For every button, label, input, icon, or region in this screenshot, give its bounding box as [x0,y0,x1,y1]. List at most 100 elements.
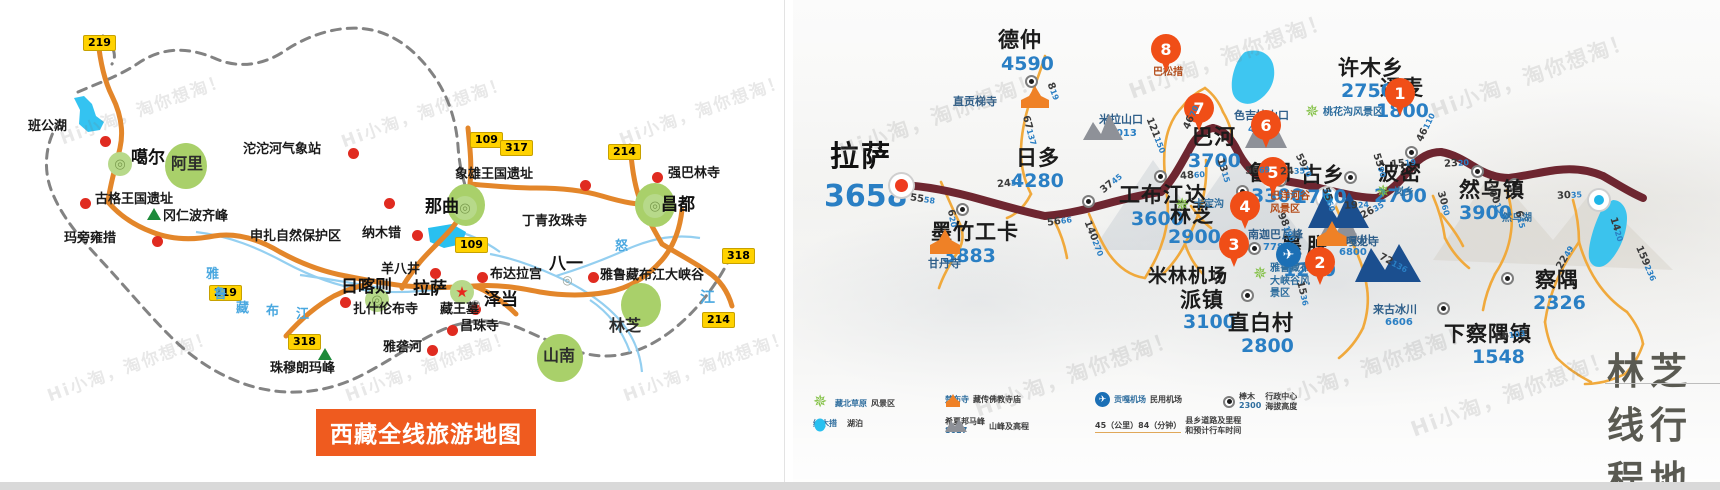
node-zhibaicun[interactable] [1241,289,1254,302]
city-marker-qamdo[interactable]: ◎ [643,194,667,218]
node-paizhen[interactable] [1213,270,1226,283]
pin-1[interactable]: 1 [1385,78,1415,118]
label-potala-palace: 布达拉宫 [490,267,543,282]
node-bomi[interactable] [1508,178,1521,191]
label-namtso: 纳木错 [362,226,402,241]
legend-label: 贡嘎机场 [1114,395,1146,404]
scenic-ranwuhu-label: 然乌湖 [1502,213,1532,224]
legend-label: 希夏邦马峰 [945,417,985,426]
node-xiachayuzhen[interactable] [1437,302,1450,315]
route-shield-318-west[interactable]: 318 [288,334,321,350]
dist-gongbujiangda-bahe: 4860 [1179,169,1206,183]
poi-dot-yarlung-river[interactable] [427,345,438,356]
route-shield-318-east[interactable]: 318 [722,248,755,264]
pin-number: 5 [1267,162,1279,182]
city-marker-zetang[interactable]: ◎ [468,296,483,311]
node-lhasa[interactable] [890,174,913,197]
node-guxiang[interactable] [1471,165,1484,178]
legend-item-scenic: ✵ 藏北草原 风景区 [813,394,895,412]
city-glyph: ◎ [649,198,661,214]
pin-5[interactable]: 5 [1258,157,1288,197]
poi-dot-dingqing[interactable] [580,180,591,191]
route-shield-109-south[interactable]: 109 [455,237,488,253]
label-shenzha-reserve: 申扎自然保护区 [250,229,342,244]
poi-dot-tashilhunpo[interactable] [340,297,351,308]
route-shield-109-north[interactable]: 109 [470,132,503,148]
city-marker-bayi[interactable]: ◎ [560,272,575,287]
node-tongmai[interactable] [1405,146,1418,159]
poi-dot-potala[interactable] [477,272,488,283]
right-map-title: 林芝线行程地图 [1607,350,1693,490]
node-ranwuzhen[interactable] [1589,190,1609,210]
label-tuotuohe-station: 沱沱河气象站 [243,142,322,157]
label-yangbajing: 羊八井 [381,262,421,277]
pin-number: 6 [1260,115,1272,135]
airport-icon-milin[interactable]: ✈ [1276,242,1301,267]
node-gongbujiangda[interactable] [1154,170,1167,183]
poi-dot-yangbajing[interactable] [430,268,441,279]
poi-dot-grand-canyon[interactable] [588,272,599,283]
pin-number: 8 [1160,39,1172,59]
label-river-lu: 鲁 [214,287,228,302]
city-marker-shigatse[interactable]: ◎ [365,288,389,312]
poi-dot-changzhu[interactable] [447,325,458,336]
poi-dot-shenzha[interactable] [384,198,395,209]
city-chayu-elev: 2326 [1533,292,1586,314]
node-riduo[interactable] [1082,195,1095,208]
poi-dot-manasarovar[interactable] [152,236,163,247]
legend-item-road: 45（公里）84（分钟） 县乡道路及里程 和预计行车时间 [1095,416,1241,436]
city-marker-lhasa[interactable]: ★ [450,280,474,304]
city-marker-gar[interactable]: ◎ [108,152,132,176]
node-motuo[interactable] [1248,242,1261,255]
pin-number: 7 [1193,98,1205,118]
lake-icon [814,418,826,432]
label-jampaling-temple: 强巴林寺 [668,166,721,181]
city-glyph: ◎ [470,296,481,311]
route-shield-219-south[interactable]: 219 [209,285,242,301]
node-chayu[interactable] [1501,272,1514,285]
pin-8[interactable]: 8 [1151,34,1181,74]
city-zhibaicun-elev: 2800 [1241,335,1294,357]
route-shield-219-north[interactable]: 219 [83,35,116,51]
node-lulang[interactable] [1344,171,1357,184]
legend-label: 藏北草原 [835,398,867,408]
poi-dot-guge[interactable] [80,198,91,209]
pin-tip [1159,55,1173,72]
poi-dot-tuotuohe[interactable] [348,148,359,159]
city-xiachayuzhen-elev: 1548 [1472,346,1525,368]
legend-desc: 湖泊 [847,419,863,428]
peak-laigu-glacier-elev: 6606 [1385,317,1413,328]
city-bahe-elev: 3700 [1188,150,1241,172]
mountain-icon [945,419,967,432]
route-shield-214-south[interactable]: 214 [702,312,735,328]
dist-guxiang-east: 2320 [1443,157,1470,170]
pin-7[interactable]: 7 [1184,93,1214,133]
label-yarlung-grand-canyon: 雅鲁藏布江大峡谷 [600,268,705,283]
pin-4[interactable]: 4 [1230,191,1260,231]
route-shield-214-north[interactable]: 214 [608,144,641,160]
label-nyingchi-region: 林芝 [609,316,642,335]
node-dezhong[interactable] [1025,75,1038,88]
star-icon: ★ [455,282,469,301]
dist-bahe-nyingchi: 5669 [1244,164,1271,177]
poi-dot-bangong-lake[interactable] [100,136,111,147]
route-shield-317[interactable]: 317 [500,140,533,156]
label-guge: 古格王国遗址 [95,192,174,207]
poi-dot-tibetan-king-tombs[interactable] [470,304,481,315]
temple-icon [946,394,960,407]
node-mozhugongka[interactable] [956,203,969,216]
peak-laigu-glacier-name: 来古冰川 [1373,303,1417,316]
scenic-basongcuo-label: 巴松措 [1153,67,1183,78]
poi-dot-jampaling[interactable] [652,172,663,183]
poi-dot-namtso[interactable] [412,230,423,241]
city-marker-nagqu[interactable]: ◎ [453,196,477,220]
pin-2[interactable]: 2 [1305,247,1335,287]
city-dezhong-elev: 4590 [1001,53,1054,75]
city-lulang-elev: 3300 [1251,185,1304,207]
city-riduo-elev: 4280 [1011,170,1064,192]
label-nujiang-river-char: 怒 [615,239,629,254]
pin-3[interactable]: 3 [1219,229,1249,269]
pin-6[interactable]: 6 [1251,110,1281,150]
city-mozhugongka-name: 墨竹工卡 [931,220,1019,244]
legend-desc: 风景区 [871,398,895,408]
